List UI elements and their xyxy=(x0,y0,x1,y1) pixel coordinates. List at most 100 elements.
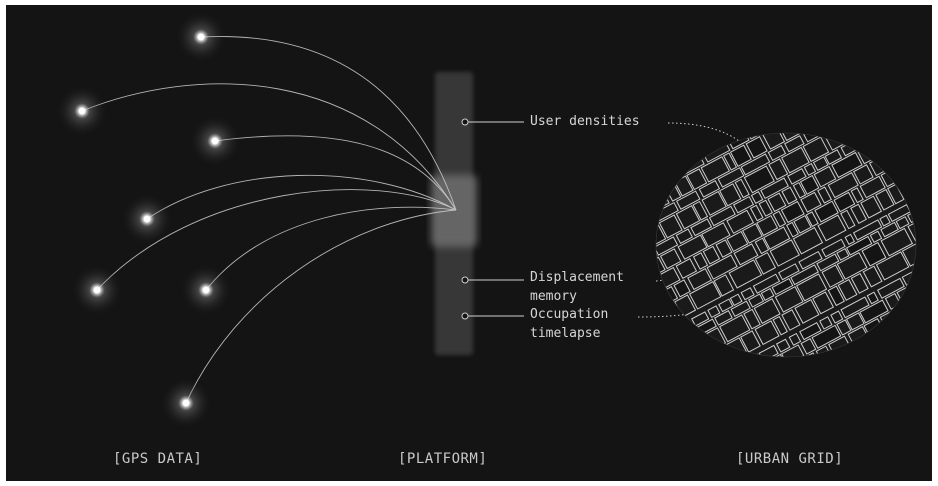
grid-block xyxy=(800,337,817,355)
grid-block xyxy=(732,195,755,214)
grid-block xyxy=(799,321,822,341)
grid-block xyxy=(793,214,812,234)
curve-node-7 xyxy=(185,209,457,404)
grid-block xyxy=(799,174,820,195)
grid-block xyxy=(862,265,883,288)
grid-block xyxy=(677,234,708,260)
grid-block xyxy=(611,242,632,264)
curve-node-4 xyxy=(146,174,457,220)
grid-block xyxy=(855,133,873,135)
grid-block xyxy=(839,133,863,143)
grid-block xyxy=(930,181,932,199)
grid-block xyxy=(768,158,789,181)
grid-block xyxy=(694,334,713,356)
gps-node xyxy=(189,115,241,167)
grid-block xyxy=(853,103,866,116)
grid-block xyxy=(659,248,682,270)
grid-block xyxy=(591,201,614,221)
grid-block xyxy=(740,153,771,176)
curve-node-6 xyxy=(205,206,457,291)
grid-block xyxy=(827,285,845,307)
grid-block xyxy=(714,310,733,326)
platform-bar xyxy=(431,72,477,355)
grid-block xyxy=(842,88,858,107)
grid-block xyxy=(719,314,751,343)
grid-block xyxy=(725,395,741,414)
grid-block xyxy=(780,146,810,174)
grid-block xyxy=(869,230,883,244)
grid-block xyxy=(848,348,865,357)
grid-block xyxy=(701,222,731,248)
grid-block xyxy=(706,350,722,357)
grid-block xyxy=(864,133,877,144)
diagram-canvas: User densities Displacement memory Occup… xyxy=(6,5,932,481)
grid-block xyxy=(925,309,932,322)
grid-block xyxy=(726,209,755,234)
grid-block xyxy=(732,414,742,425)
grid-block xyxy=(762,133,786,150)
grid-block xyxy=(825,73,855,97)
grid-block xyxy=(798,74,816,91)
grid-block xyxy=(859,175,886,199)
grid-block xyxy=(740,330,761,353)
grid-block xyxy=(811,324,842,349)
grid-block xyxy=(774,285,804,313)
grid-block xyxy=(707,305,721,319)
grid-block xyxy=(666,341,701,357)
grid-block xyxy=(775,338,791,353)
grid-block xyxy=(604,209,630,233)
grid-block xyxy=(748,293,765,308)
grid-block xyxy=(592,182,613,201)
grid-block xyxy=(754,251,777,275)
grid-block xyxy=(880,83,902,101)
urban-grid-disc xyxy=(582,62,932,425)
grid-block xyxy=(845,235,873,256)
grid-block xyxy=(859,299,889,324)
grid-block xyxy=(861,241,887,267)
grid-block xyxy=(760,111,784,132)
grid-block xyxy=(752,273,781,294)
grid-block xyxy=(713,274,735,297)
grid-block xyxy=(860,195,883,219)
grid-block xyxy=(867,100,899,128)
curve-node-1 xyxy=(200,36,457,211)
grid-block xyxy=(818,94,848,120)
grid-block xyxy=(781,186,798,205)
grid-block xyxy=(866,291,879,305)
grid-block xyxy=(746,99,768,118)
grid-block xyxy=(836,355,851,357)
grid-block xyxy=(794,299,820,324)
grid-block xyxy=(880,227,914,257)
grid-block xyxy=(796,273,828,302)
grid-block xyxy=(907,198,916,212)
grid-block xyxy=(850,272,869,294)
grid-block xyxy=(802,136,830,163)
grid-block xyxy=(850,203,868,224)
grid-block xyxy=(769,239,800,267)
grid-block xyxy=(582,191,595,206)
grid-block xyxy=(877,277,905,299)
grid-block xyxy=(816,253,840,272)
section-gps-data: [GPS DATA] xyxy=(113,451,203,467)
grid-block xyxy=(741,223,763,244)
section-urban-grid: [URBAN GRID] xyxy=(736,451,844,467)
grid-block xyxy=(853,62,875,81)
grid-block xyxy=(864,99,874,110)
grid-block xyxy=(879,214,891,227)
grid-block xyxy=(656,309,667,332)
grid-block xyxy=(814,200,839,223)
grid-block xyxy=(813,165,837,188)
grid-block xyxy=(886,324,908,343)
grid-block xyxy=(673,362,702,388)
grid-block xyxy=(784,135,805,153)
grid-block xyxy=(664,166,680,183)
grid-block xyxy=(700,379,716,393)
grid-block xyxy=(782,380,805,398)
grid-block xyxy=(759,371,786,396)
grid-block xyxy=(701,190,727,216)
grid-block xyxy=(871,69,894,92)
grid-block xyxy=(880,221,899,238)
curve-node-3 xyxy=(214,135,457,211)
grid-block xyxy=(656,223,667,249)
grid-block xyxy=(842,109,855,121)
